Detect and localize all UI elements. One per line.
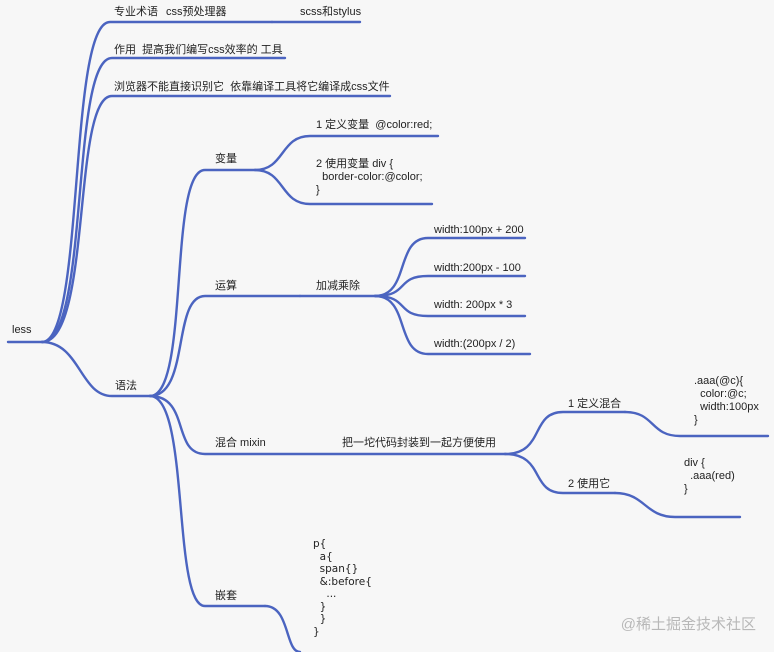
- mixin-node: 混合 mixin: [215, 437, 266, 449]
- edge-use-code: [613, 491, 742, 519]
- edge-root-syntax: [40, 340, 152, 398]
- browser-node: 浏览器不能直接识别它 依靠编译工具将它编译成css文件: [114, 81, 390, 93]
- watermark: @稀土掘金技术社区: [620, 616, 756, 633]
- term-node-text: css预处理器: [166, 6, 227, 18]
- edge-syntax-mixin: [148, 394, 507, 456]
- edge-group-op3: [373, 294, 527, 318]
- operation-item-2: width:200px - 100: [434, 262, 521, 274]
- edge-root-term: [40, 20, 274, 344]
- purpose-node: 作用 提高我们编写css效率的 工具: [114, 44, 283, 56]
- edge-define-code: [623, 410, 770, 438]
- edge-syntax-variables: [148, 168, 257, 398]
- edge-group-op4: [373, 294, 532, 356]
- edge-variables-define: [253, 134, 440, 172]
- operation-item-1: width:100px + 200: [434, 224, 524, 236]
- variables-define: 1 定义变量 @color:red;: [316, 119, 433, 131]
- edge-mixin-define: [503, 410, 627, 456]
- variables-use: 2 使用变量 div { border-color:@color; }: [316, 158, 423, 196]
- operations-node: 运算: [215, 280, 237, 292]
- edge-group-op2: [373, 274, 527, 298]
- edge-nesting-code: [263, 604, 302, 652]
- edge-mixin-use: [503, 452, 617, 495]
- term-node-label: 专业术语: [114, 6, 158, 18]
- mixin-use: 2 使用它: [568, 478, 611, 490]
- operations-group: 加减乘除: [316, 280, 360, 292]
- variables-node: 变量: [215, 153, 237, 165]
- syntax-node: 语法: [115, 380, 137, 392]
- mixin-use-code: div { .aaa(red) }: [684, 457, 735, 495]
- term-node-scss: scss和stylus: [300, 6, 362, 18]
- nesting-node: 嵌套: [215, 590, 237, 602]
- edge-syntax-operations: [148, 294, 302, 398]
- edge-root-browser: [40, 94, 392, 344]
- mixin-desc: 把一坨代码封装到一起方便使用: [342, 437, 496, 449]
- root-node: less: [12, 324, 32, 336]
- mixin-define-code: .aaa(@c){ color:@c; width:100px }: [694, 375, 759, 426]
- mixin-define: 1 定义混合: [568, 398, 622, 410]
- edge-syntax-nesting: [148, 394, 267, 608]
- edge-variables-use: [253, 168, 434, 206]
- operation-item-3: width: 200px * 3: [434, 299, 513, 311]
- nesting-code: p{ a{ span{} &:before{ ... } } }: [313, 538, 372, 638]
- operation-item-4: width:(200px / 2): [434, 338, 516, 350]
- edge-group-op1: [373, 236, 527, 298]
- edge-root-purpose: [40, 56, 287, 344]
